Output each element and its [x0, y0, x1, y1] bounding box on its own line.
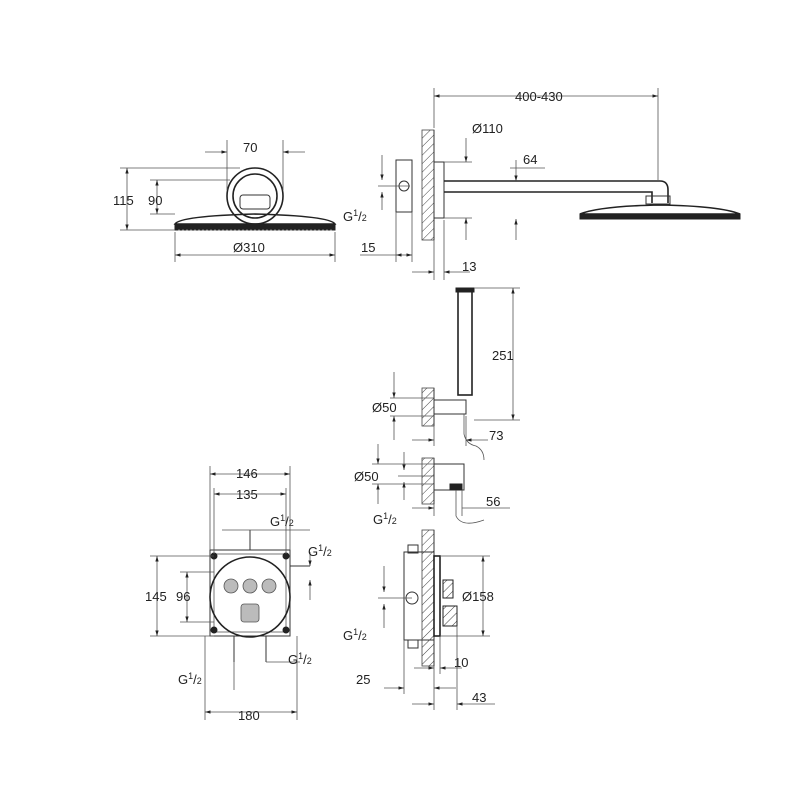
dim-13: 13 [462, 259, 476, 274]
dim-135: 135 [236, 487, 258, 502]
g12-label-box-bl: G1/2 [178, 671, 202, 687]
hand-shower-view: 251 Ø50 73 [372, 287, 520, 461]
dim-90: 90 [148, 193, 162, 208]
dim-64: 64 [523, 152, 537, 167]
dim-50-outlet: Ø50 [354, 469, 379, 484]
g12-label-box-side: G1/2 [343, 627, 367, 643]
g12-label-box-br: G1/2 [288, 651, 312, 667]
wall-outlet-view: Ø50 G1/2 56 [354, 444, 510, 527]
dim-70: 70 [243, 140, 257, 155]
dim-73: 73 [489, 428, 503, 443]
concealed-box-front-view: 146 135 G1/2 G1/2 145 96 G1/2 G1/2 180 [145, 466, 332, 723]
dim-43: 43 [472, 690, 486, 705]
dim-15: 15 [361, 240, 375, 255]
concealed-box-side-view: Ø158 G1/2 25 10 43 [343, 529, 495, 710]
dim-251: 251 [492, 348, 514, 363]
dim-400-430: 400-430 [515, 89, 563, 104]
dim-145: 145 [145, 589, 167, 604]
dim-180: 180 [238, 708, 260, 723]
dim-110: Ø110 [472, 121, 503, 136]
dim-96: 96 [176, 589, 190, 604]
dim-56: 56 [486, 494, 500, 509]
dim-25: 25 [356, 672, 370, 687]
dim-10: 10 [454, 655, 468, 670]
head-shower-side-view: 400-430 Ø110 64 G1/2 15 13 [343, 88, 741, 280]
dim-310: Ø310 [233, 240, 265, 255]
g12-label-head: G1/2 [343, 208, 367, 224]
dim-146: 146 [236, 466, 258, 481]
g12-label-outlet: G1/2 [373, 511, 397, 527]
dim-158: Ø158 [462, 589, 494, 604]
g12-label-box-right: G1/2 [308, 543, 332, 559]
dim-115: 115 [113, 193, 134, 208]
g12-label-box-top: G1/2 [270, 513, 294, 529]
head-shower-front-view: 70 115 90 Ø310 [113, 140, 337, 262]
dim-50-hand: Ø50 [372, 400, 397, 415]
